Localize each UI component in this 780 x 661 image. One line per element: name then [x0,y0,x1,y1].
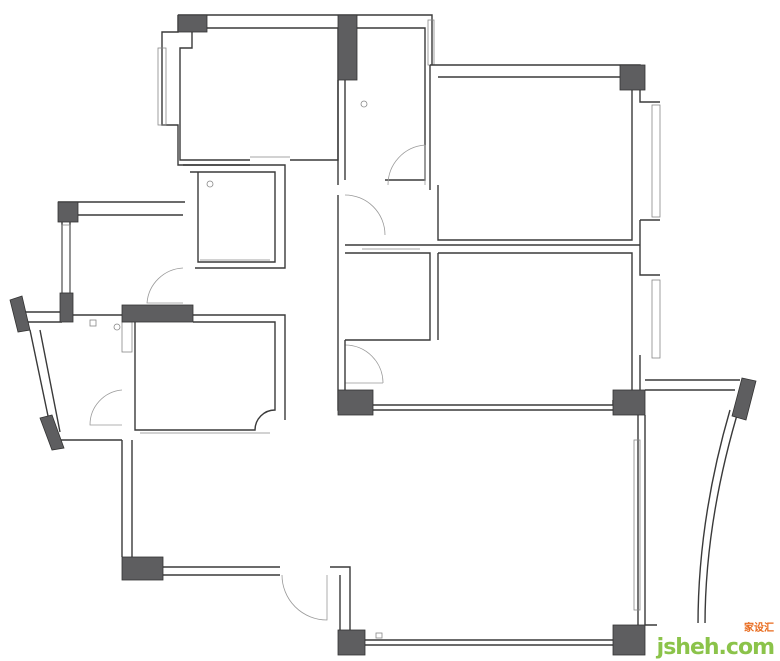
room-right-upper [429,64,661,245]
room-top-left [157,14,357,166]
living-room [121,415,646,646]
structural-columns [57,14,646,656]
room-middle-left [89,314,286,434]
room-bath [146,164,286,304]
room-right-lower [344,194,661,390]
watermark-text: jsheh.com [656,635,775,660]
balcony-right [645,377,757,626]
watermark-chinese: 家设汇 [744,623,774,634]
balcony-left [9,295,122,451]
room-top-middle [344,14,435,186]
watermark-logo: 家设汇 jsheh.com [656,623,775,660]
